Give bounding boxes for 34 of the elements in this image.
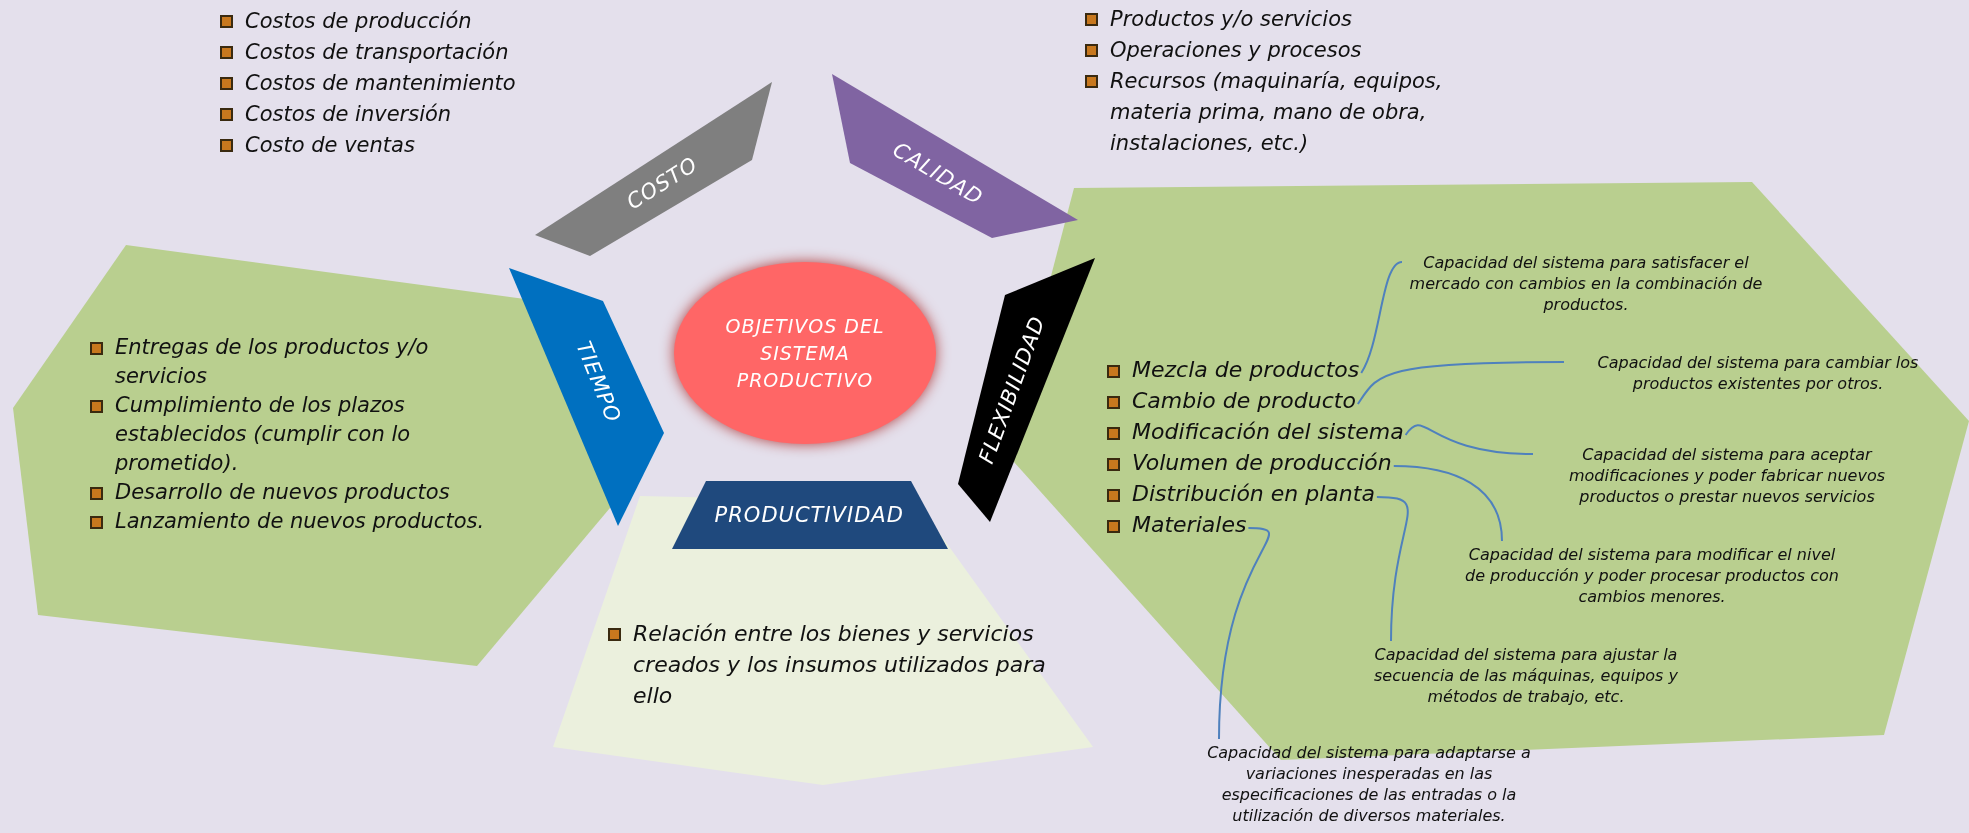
bullet-text: Recursos (maquinaría, equipos, materia prima, mano de obra, instalaciones, etc.) xyxy=(1110,68,1444,157)
bullet-text: Cambio de producto xyxy=(1132,387,1356,415)
bullet-text: Mezcla de productos xyxy=(1132,356,1360,384)
bullet-text: Modificación del sistema xyxy=(1132,418,1404,446)
ellipse xyxy=(674,262,936,444)
leader-line xyxy=(1392,465,1503,542)
description-text: Capacidad del sistema para satisfacer el mercado con cambios en la combinación de productos. xyxy=(1406,252,1766,315)
leader-line xyxy=(1218,527,1271,740)
bullet-text: Volumen de producción xyxy=(1132,449,1392,477)
bullet-text: Relación entre los bienes y servicios creados y los insumos utilizados para ello xyxy=(633,620,1047,710)
leader-line xyxy=(1356,361,1565,405)
description-text: Capacidad del sistema para modificar el nivel de producción y poder procesar productos con cambios menores. xyxy=(1462,544,1842,607)
bullet-text: Desarrollo de nuevos productos xyxy=(115,479,450,506)
leader-line xyxy=(1404,424,1534,455)
bullet-text: Lanzamiento de nuevos productos. xyxy=(115,508,485,535)
bullet-text: Costos de producción xyxy=(245,8,472,35)
description-text: Capacidad del sistema para adaptarse a variaciones inesperadas en las especificaciones de las entradas o la utilización de diversos materiales. xyxy=(1179,742,1559,826)
bullet-text: Operaciones y procesos xyxy=(1110,37,1362,64)
description-text: Capacidad del sistema para aceptar modificaciones y poder fabricar nuevos productos o prestar nuevos servicios xyxy=(1537,444,1917,507)
description-text: Capacidad del sistema para cambiar los productos existentes por otros. xyxy=(1568,352,1948,394)
bullet-text: Cumplimiento de los plazos establecidos (cumplir con lo prometido). xyxy=(115,392,412,477)
bullet-text: Costo de ventas xyxy=(245,132,415,159)
description-text: Capacidad del sistema para ajustar la secuencia de las máquinas, equipos y métodos de trabajo, etc. xyxy=(1351,644,1701,707)
bullet-text: Productos y/o servicios xyxy=(1110,6,1352,33)
bullet-text: Entregas de los productos y/o servicios xyxy=(115,334,430,390)
bullet-text: Materiales xyxy=(1132,511,1247,539)
bullet-text: Costos de inversión xyxy=(245,101,452,128)
bullet-text: Distribución en planta xyxy=(1132,480,1375,508)
leader-line xyxy=(1360,261,1403,374)
leader-line xyxy=(1375,496,1409,642)
bullet-text: Costos de transportación xyxy=(245,39,509,66)
band-label: PRODUCTIVIDAD xyxy=(714,503,904,527)
ellipse-label: OBJETIVOS DEL SISTEMA PRODUCTIVO xyxy=(724,313,886,393)
bullet-text: Costos de mantenimiento xyxy=(245,70,516,97)
